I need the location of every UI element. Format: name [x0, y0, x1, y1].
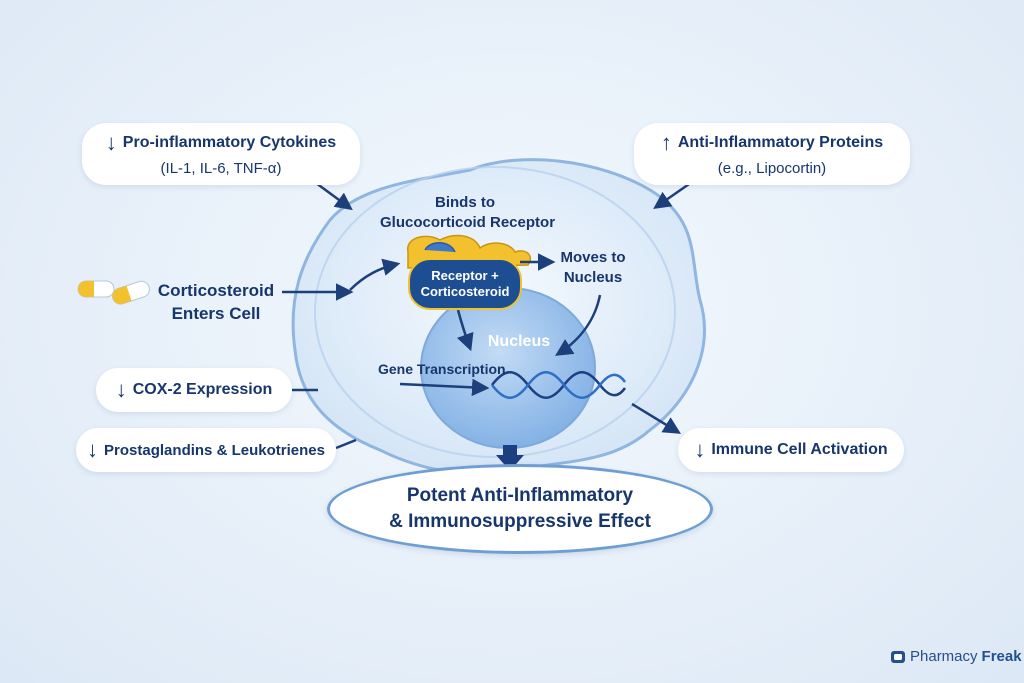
- outcome-line2: & Immunosuppressive Effect: [389, 511, 651, 532]
- anti-inflammatory-proteins-box: ↑ Anti-Inflammatory Proteins (e.g., Lipoc…: [634, 123, 910, 185]
- arrow-proteins-to-cell: [653, 180, 693, 209]
- outcome-box: Potent Anti-Inflammatory & Immunosuppres…: [327, 464, 713, 554]
- arrow-moves-to-nucleus: [555, 294, 602, 356]
- dna-helix-icon: [491, 371, 627, 399]
- up-arrow-icon: ↑: [660, 129, 672, 155]
- cell-inner-boundary: [314, 166, 676, 458]
- brand-icon: [891, 650, 905, 663]
- capsule-icon: [111, 280, 150, 305]
- arrow-to-receptor: [349, 258, 401, 291]
- prostaglandins-box: ↓ Prostaglandins & Leukotrienes: [76, 428, 336, 472]
- cox2-text: COX-2 Expression: [132, 381, 273, 398]
- arrow-gene-transcription: [399, 378, 490, 397]
- enters-line1: Corticosteroid: [157, 281, 275, 300]
- complex-line1: Receptor +: [431, 267, 499, 283]
- immune-text: Immune Cell Activation: [711, 441, 888, 458]
- enters-cell-label: Corticosteroid Enters Cell: [146, 280, 286, 326]
- enters-line2: Enters Cell: [171, 303, 261, 323]
- cytokines-title: Pro-inflammatory Cytokines: [122, 133, 337, 151]
- nucleus-label: Nucleus: [487, 333, 551, 350]
- down-arrow-icon: ↓: [105, 129, 117, 155]
- arrow-complex-to-nucleus: [456, 309, 474, 352]
- arrow-prostaglandins-connector: [335, 438, 357, 450]
- down-arrow-icon: ↓: [115, 377, 127, 402]
- proteins-subtitle: (e.g., Lipocortin): [717, 159, 827, 177]
- binds-line2: Glucocorticoid Receptor: [380, 214, 556, 232]
- outcome-line1: Potent Anti-Inflammatory: [406, 485, 634, 506]
- cytokines-subtitle: (IL-1, IL-6, TNF-α): [160, 159, 282, 177]
- moves-line1: Moves to: [560, 249, 626, 266]
- proteins-title: Anti-Inflammatory Proteins: [677, 133, 884, 151]
- prostaglandins-text: Prostaglandins & Leukotrienes: [104, 441, 325, 459]
- down-arrow-to-outcome: [496, 445, 524, 471]
- binds-receptor-label: Binds to Glucocorticoid Receptor: [380, 193, 556, 234]
- receptor-complex-badge: Receptor + Corticosteroid: [408, 258, 522, 310]
- brand-name-part1: Pharmacy: [910, 648, 978, 665]
- down-arrow-icon: ↓: [87, 437, 99, 462]
- gene-transcription-label: Gene Transcription: [378, 361, 506, 377]
- binds-line1: Binds to: [435, 194, 495, 211]
- brand-name-part2: Freak: [981, 648, 1022, 665]
- cox2-box: ↓ COX-2 Expression: [96, 368, 292, 412]
- complex-line2: Corticosteroid: [420, 284, 510, 299]
- immune-activation-box: ↓ Immune Cell Activation: [678, 428, 904, 472]
- capsule-icon: [77, 280, 115, 298]
- moves-to-nucleus-label: Moves to Nucleus: [553, 248, 633, 289]
- arrow-cytokines-to-cell: [315, 181, 353, 211]
- moves-line2: Nucleus: [563, 269, 623, 287]
- arrow-to-immune: [631, 402, 681, 434]
- cytokines-box: ↓ Pro-inflammatory Cytokines (IL-1, IL-6,…: [82, 123, 360, 185]
- down-arrow-icon: ↓: [694, 437, 706, 462]
